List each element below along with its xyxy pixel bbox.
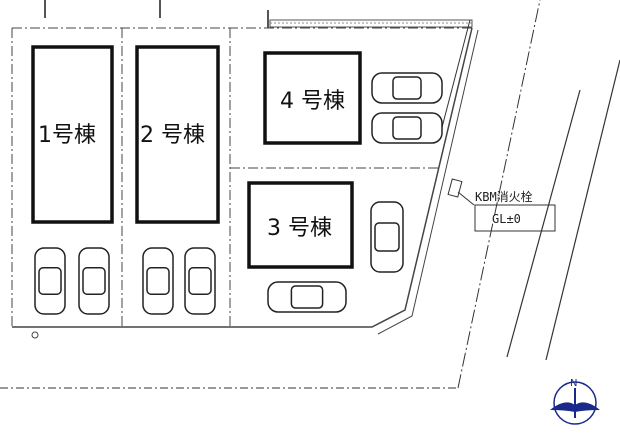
parked-car-icon [34,247,66,315]
lot-boundary [11,27,479,339]
boundary-wall [44,0,473,28]
north-arrow-icon [550,381,600,425]
parked-car-icon [184,247,216,315]
building-1-label: 1号棟 [38,123,96,148]
parked-car-icon [370,201,404,273]
road-lines [0,0,620,389]
building-3 [247,181,354,269]
building-2 [135,45,220,224]
parked-car-icon [371,112,443,144]
building-3-label: 3 号棟 [267,216,332,241]
building-4 [263,51,362,145]
parked-car-icon [142,247,174,315]
building-2-label: 2 号棟 [140,123,205,148]
building-4-label: 4 号棟 [280,89,345,114]
fire-hydrant [447,178,556,232]
parked-car-icon [78,247,110,315]
parked-car-icon [371,72,443,104]
parked-car-icon [267,281,347,313]
compass-north-label: N [570,378,577,389]
building-1 [31,45,114,224]
hydrant-label: KBM消火栓 [475,189,533,204]
ground-level-label: GL±0 [492,212,521,226]
